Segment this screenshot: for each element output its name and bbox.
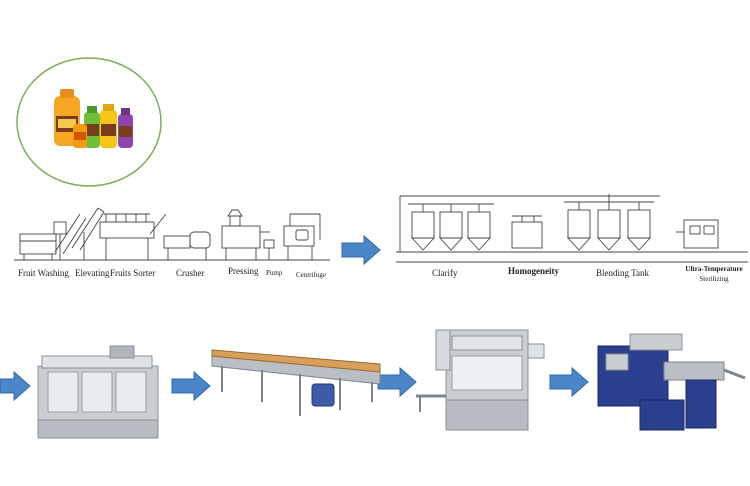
homogenizer-machine <box>511 215 543 249</box>
fruits-sorter-machine <box>99 213 167 260</box>
clarify-tanks <box>408 203 494 251</box>
label-sterilizing: Sterilizing <box>699 275 729 283</box>
filling-machine <box>37 345 159 439</box>
fruit-washer-machine <box>19 233 57 255</box>
label-fruit-washing: Fruit Washing <box>18 268 69 278</box>
label-clarify: Clarify <box>432 268 458 278</box>
crusher-machine <box>163 231 211 260</box>
label-pressing: Pressing <box>228 266 259 276</box>
pressing-machine <box>221 209 270 260</box>
label-fruits-sorter: Fruits Sorter <box>110 268 156 278</box>
pump-machine <box>263 239 275 260</box>
label-pump: Pump <box>266 269 283 277</box>
centrifuge-machine <box>283 213 321 260</box>
flow-arrow-icon <box>0 370 31 402</box>
label-homogeneity: Homogeneity <box>508 266 559 276</box>
elevator-machine <box>53 213 87 260</box>
label-crusher: Crusher <box>176 268 205 278</box>
labeling-machine <box>416 329 545 431</box>
label-blending-tank: Blending Tank <box>596 268 649 278</box>
blending-tanks <box>564 194 654 251</box>
flow-arrow-icon <box>341 234 381 266</box>
shrink-wrapping-machine <box>597 333 746 431</box>
flow-arrow-icon <box>377 366 417 398</box>
flow-arrow-icon <box>171 370 211 402</box>
conveyor-machine <box>71 207 105 260</box>
label-elevating: Elevating <box>75 268 110 278</box>
cooling-conveyor <box>211 349 381 416</box>
sterilizer-machine <box>676 219 719 249</box>
label-centrifuge: Centrifuge <box>296 271 326 279</box>
flow-arrow-icon <box>549 366 589 398</box>
label-ultra-temperature: Ultra-Temperature <box>685 265 743 273</box>
